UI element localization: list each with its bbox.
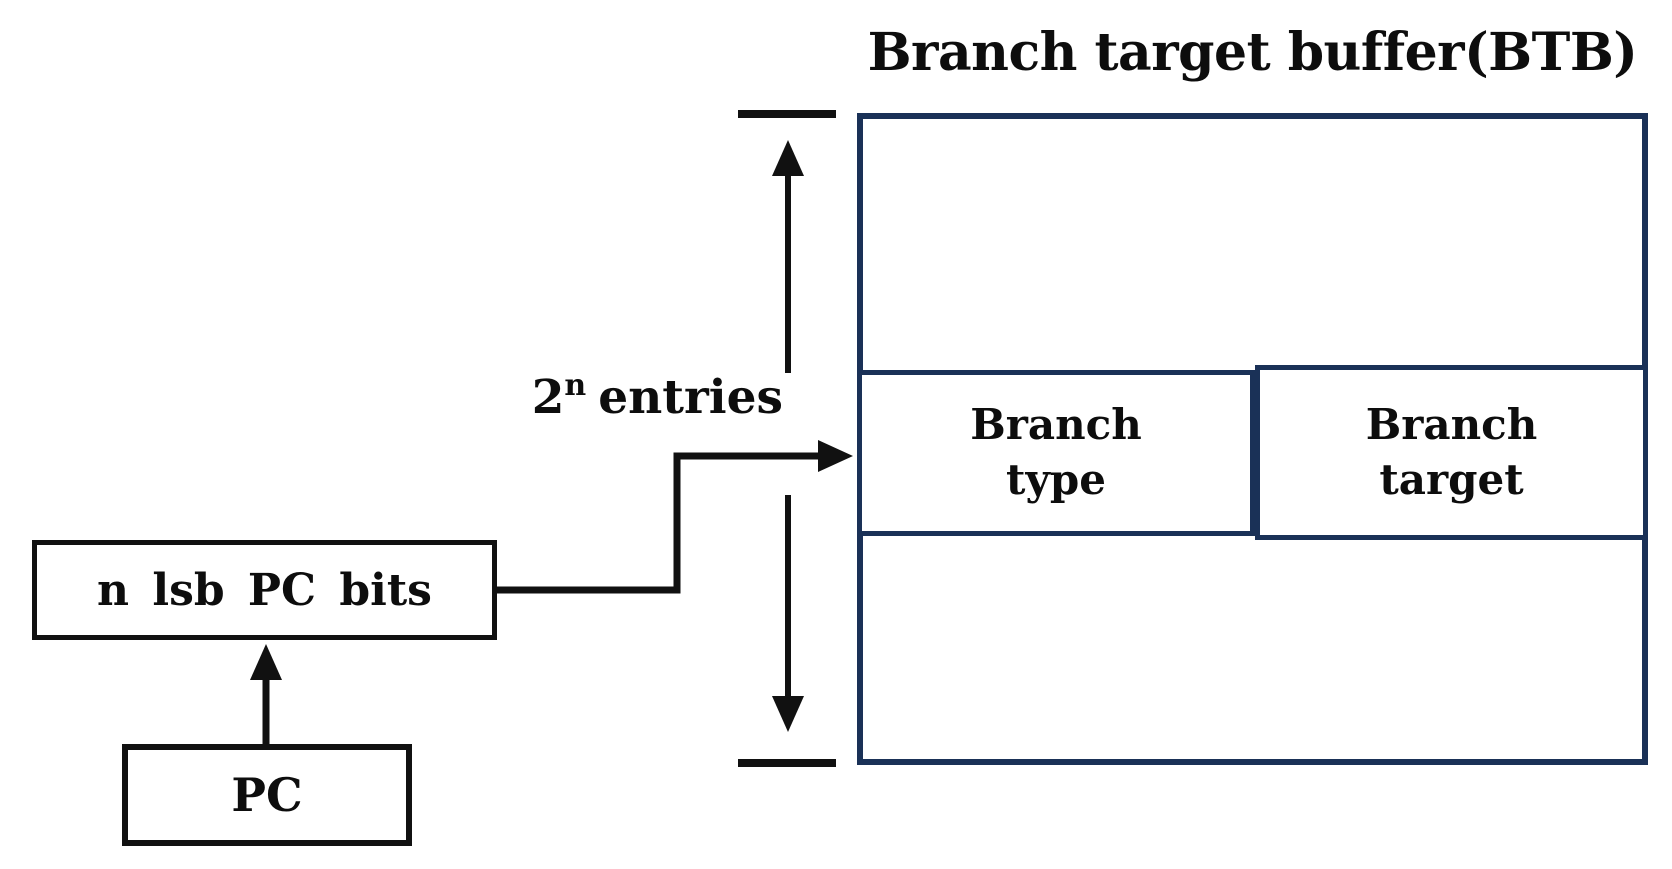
n-lsb-pc-bits-box: n lsb PC bits (32, 540, 497, 640)
btb-entry-row: Branch type Branch target (857, 365, 1648, 540)
entries-count-base: 2 (531, 370, 565, 425)
entries-down-arrow (772, 495, 804, 732)
pc-label: PC (231, 768, 303, 822)
pc-box: PC (122, 744, 412, 846)
btb-cell-branch-target: Branch target (1255, 365, 1648, 540)
entries-count-label: 2n entries (430, 368, 783, 425)
diagram-title: Branch target buffer(BTB) (867, 22, 1638, 83)
branch-target-label: Branch target (1365, 399, 1538, 504)
btb-cell-branch-type: Branch type (857, 370, 1255, 536)
index-elbow-arrow (497, 440, 853, 594)
entries-count-word: entries (598, 370, 783, 425)
branch-type-label: Branch type (970, 400, 1142, 504)
entries-up-arrow (772, 140, 804, 373)
entries-count-exponent: n (564, 368, 587, 403)
n-lsb-pc-bits-label: n lsb PC bits (97, 564, 432, 616)
pc-to-nlsb-arrow (250, 644, 282, 744)
